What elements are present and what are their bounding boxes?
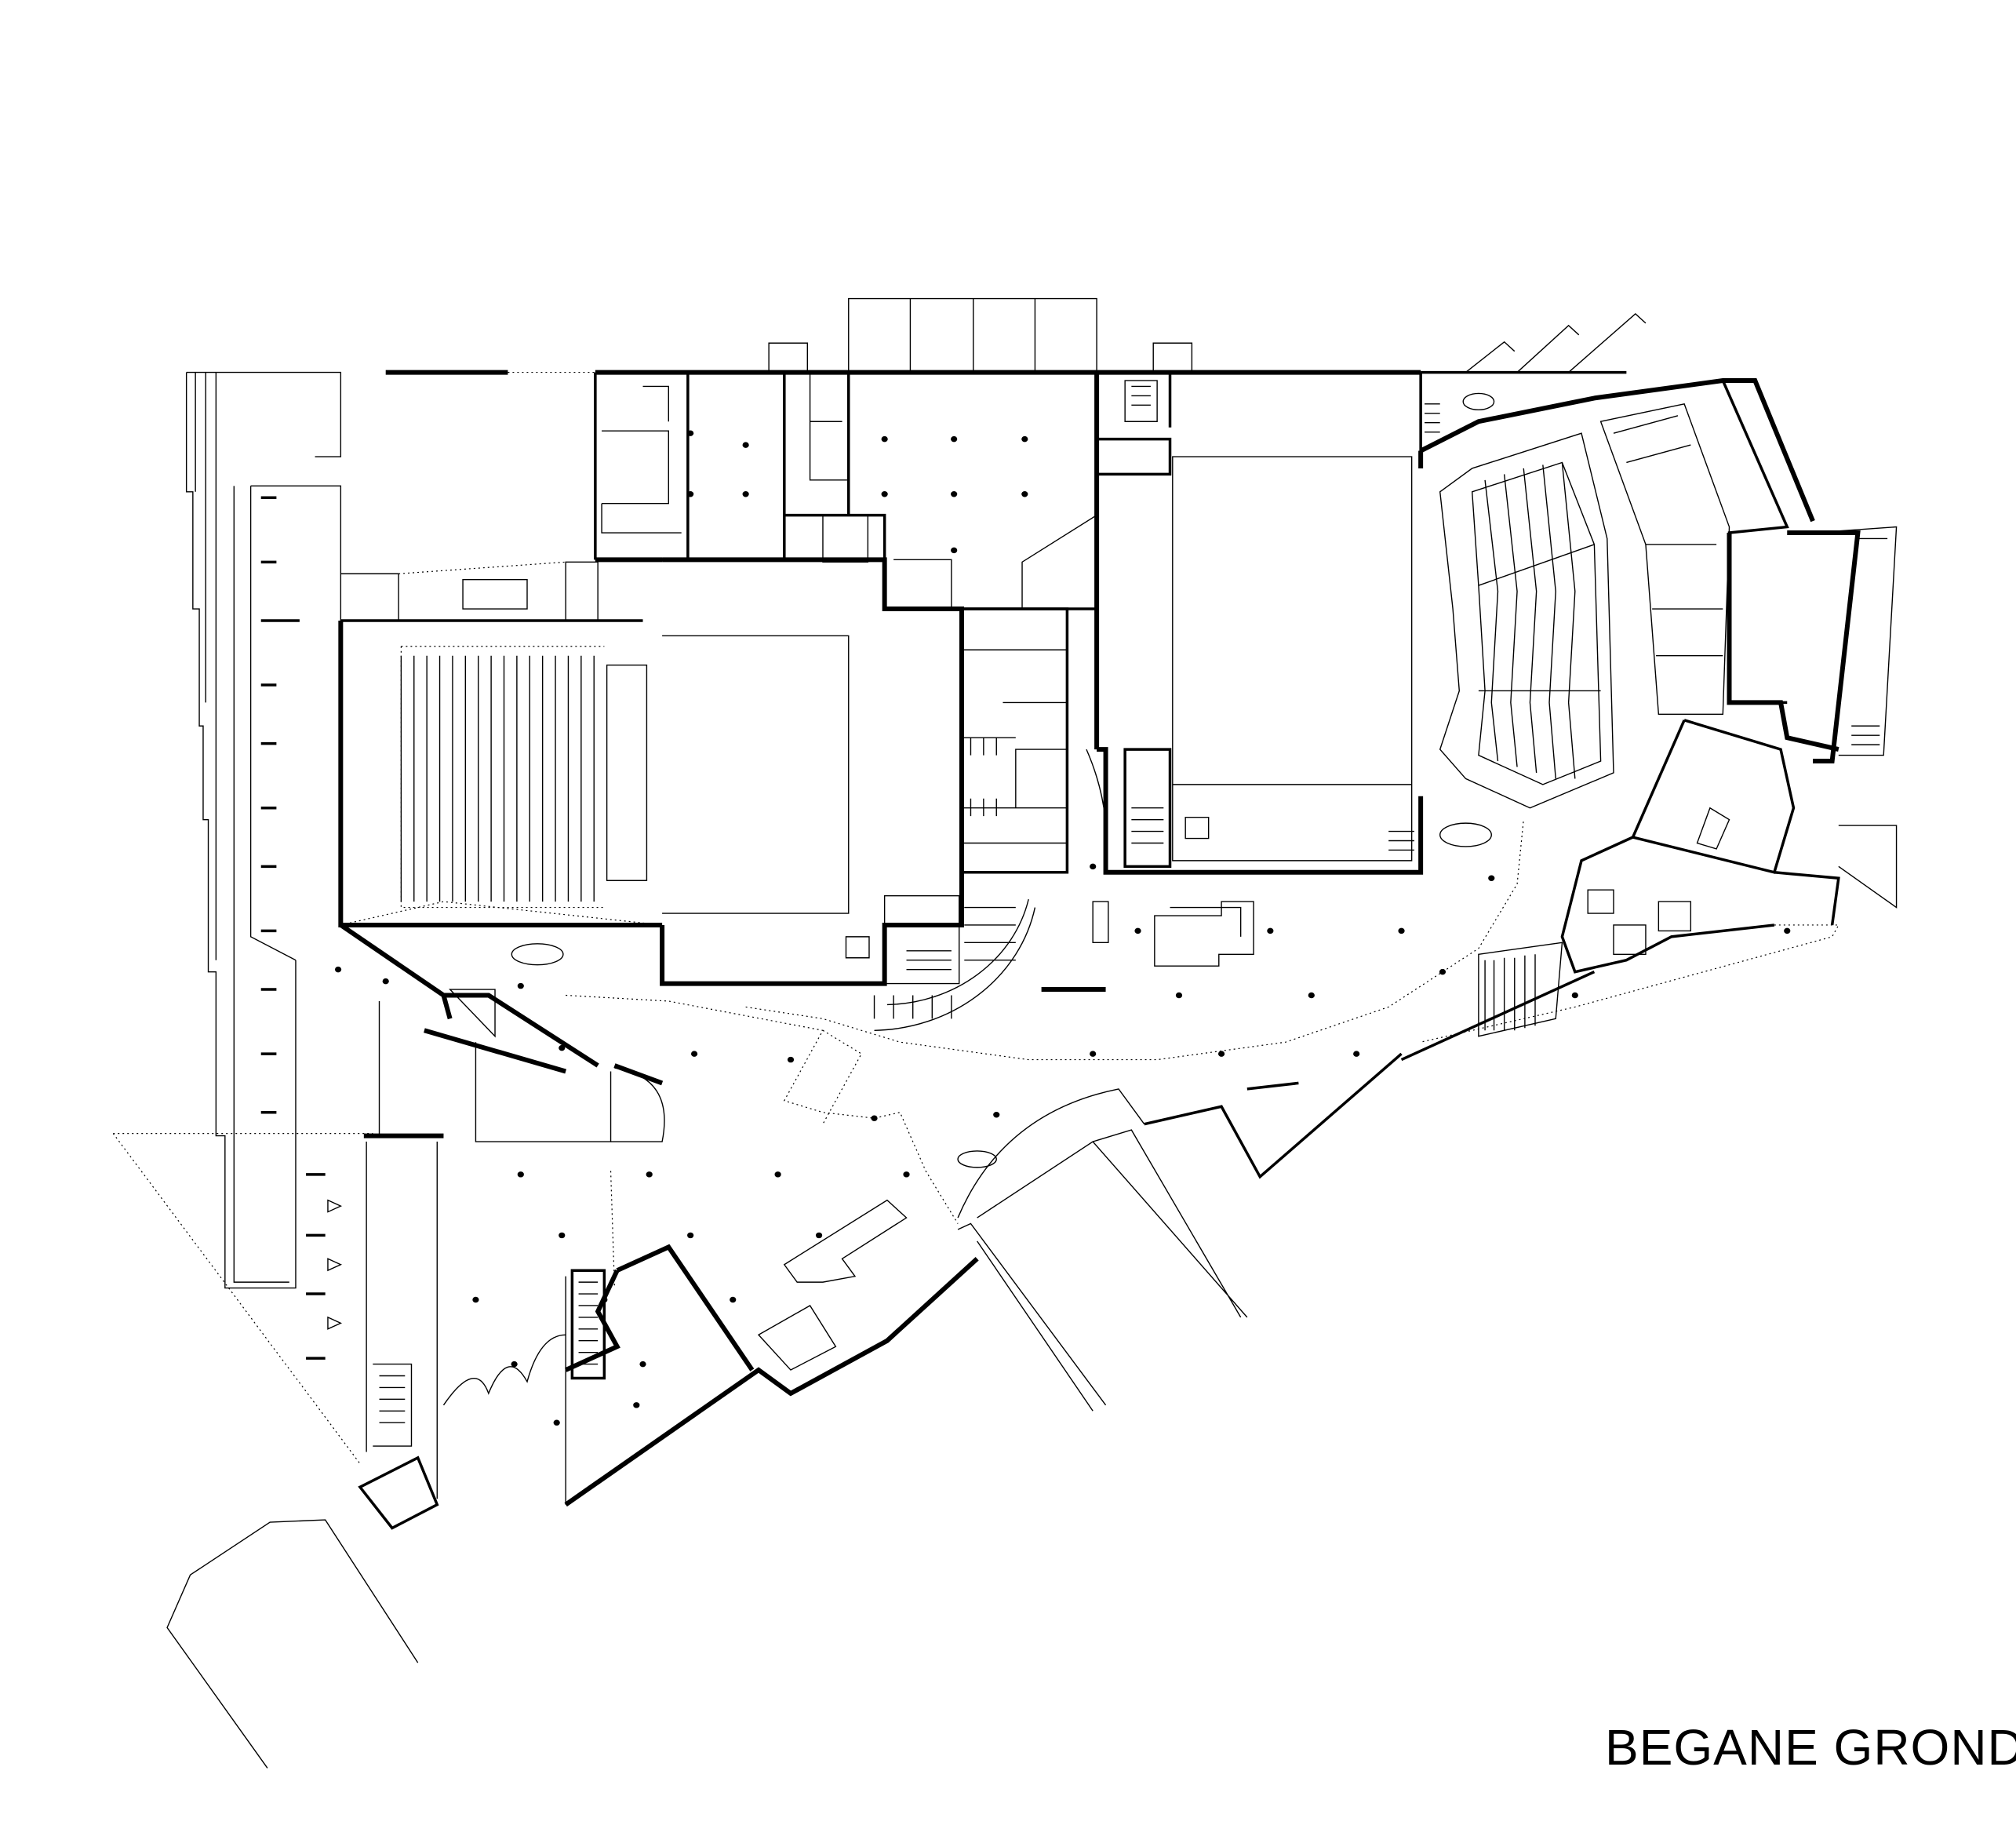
promenade-markers [261, 497, 300, 1112]
backstage-rooms [595, 373, 1097, 609]
floor-title: BEGANE GROND [1605, 1719, 2016, 1776]
main-hall [1097, 373, 1421, 872]
foyer [113, 749, 1562, 1463]
left-promenade [187, 373, 341, 1288]
right-auditorium [1421, 381, 1813, 808]
service-core [885, 609, 1068, 984]
north-facade [386, 299, 1646, 373]
east-wing [1421, 527, 1896, 1043]
structural-columns [334, 430, 1791, 1426]
theatre-seating-rows [401, 656, 594, 902]
left-stage [595, 559, 962, 983]
left-theatre [340, 562, 662, 925]
south-edge [167, 925, 1594, 1768]
